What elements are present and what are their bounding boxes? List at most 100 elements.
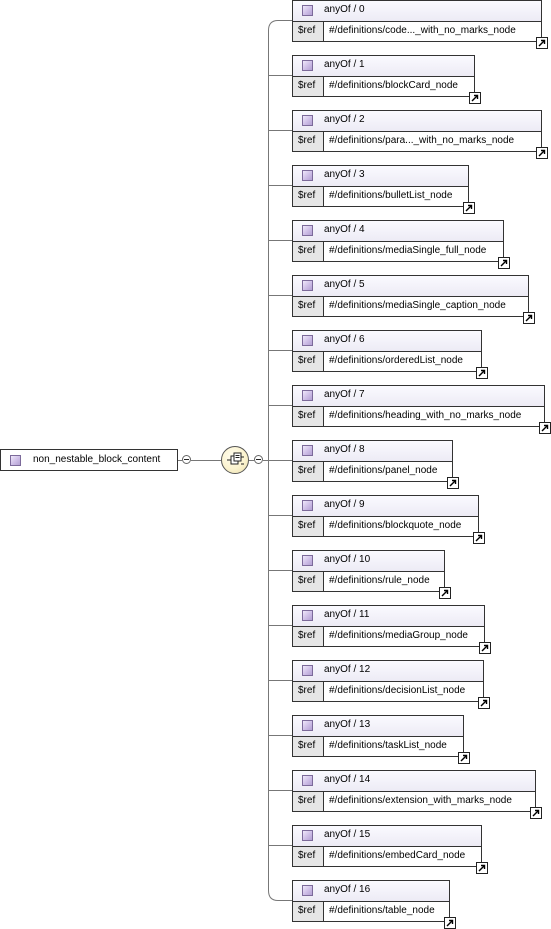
open-reference-icon[interactable] [463,202,475,214]
anyof-node[interactable]: anyOf / 3 $ref #/definitions/bulletList_no… [292,165,475,214]
open-reference-icon[interactable] [536,147,548,159]
ref-row: $ref#/definitions/extension_with_marks_n… [293,792,535,811]
anyof-node[interactable]: anyOf / 0$ref#/definitions/code..._with_… [292,0,548,49]
ref-value: #/definitions/taskList_node [329,740,447,751]
open-reference-icon[interactable] [473,532,485,544]
anyof-node[interactable]: anyOf / 16$ref#/definitions/table_node [292,880,456,929]
anyof-node[interactable]: anyOf / 9$ref#/definitions/blockquote_no… [292,495,485,544]
node-header: anyOf / 13 [293,716,463,737]
ref-row: $ref#/definitions/table_node [293,902,449,921]
element-icon [302,60,313,71]
ref-key-cell: $ref [293,22,324,41]
ref-value: #/definitions/mediaSingle_full_node [329,245,487,256]
ref-key-label: $ref [298,575,316,586]
anyof-node[interactable]: anyOf / 11$ref#/definitions/mediaGroup_n… [292,605,491,654]
ref-key-cell: $ref [293,572,324,591]
node-name: anyOf / 13 [324,719,371,730]
node-header: anyOf / 14 [293,771,535,792]
node-header: anyOf / 8 [293,441,452,462]
node-name: anyOf / 8 [324,444,365,455]
node-header: anyOf / 3 [293,166,468,187]
anyof-node[interactable]: anyOf / 12$ref#/definitions/decisionList… [292,660,490,709]
open-reference-icon[interactable] [539,422,551,434]
anyof-node[interactable]: anyOf / 1 $ref #/definitions/blockCard_nod… [292,55,481,104]
choice-compositor-icon[interactable] [221,446,249,474]
ref-key-label: $ref [298,190,316,201]
ref-key-cell: $ref [293,77,324,96]
ref-key-label: $ref [298,630,316,641]
ref-key-cell: $ref [293,847,324,866]
ref-key-cell: $ref [293,517,324,536]
ref-key-cell: $ref [293,352,324,371]
ref-row: $ref #/definitions/blockCard_node [293,77,474,96]
root-collapse-button[interactable] [182,455,191,464]
open-reference-icon[interactable] [530,807,542,819]
anyof-node[interactable]: anyOf / 5$ref#/definitions/mediaSingle_c… [292,275,535,324]
ref-value: #/definitions/table_node [329,905,435,916]
ref-value: #/definitions/decisionList_node [329,685,466,696]
anyof-node[interactable]: anyOf / 6$ref#/definitions/orderedList_n… [292,330,488,379]
element-icon [302,665,313,676]
ref-key-label: $ref [298,355,316,366]
ref-value: #/definitions/blockCard_node [329,80,458,91]
ref-key-label: $ref [298,850,316,861]
open-reference-icon[interactable] [523,312,535,324]
node-header: anyOf / 16 [293,881,449,902]
ref-value: #/definitions/panel_node [329,465,438,476]
ref-value: #/definitions/mediaSingle_caption_node [329,300,506,311]
ref-key-label: $ref [298,740,316,751]
node-name: anyOf / 7 [324,389,365,400]
anyof-node[interactable]: anyOf / 7 $ref#/definitions/heading_with_… [292,385,551,434]
ref-row: $ref#/definitions/mediaSingle_caption_no… [293,297,528,316]
anyof-node[interactable]: anyOf / 10$ref#/definitions/rule_node [292,550,451,599]
ref-row: $ref#/definitions/embedCard_node [293,847,481,866]
ref-key-cell: $ref [293,407,324,426]
node-header: anyOf / 7 [293,386,544,407]
open-reference-icon[interactable] [536,37,548,49]
open-reference-icon[interactable] [476,862,488,874]
element-icon [302,610,313,621]
anyof-node[interactable]: anyOf / 8 $ref #/definitions/panel_node [292,440,459,489]
open-reference-icon[interactable] [476,367,488,379]
ref-row: $ref#/definitions/mediaSingle_full_node [293,242,503,261]
open-reference-icon[interactable] [479,642,491,654]
anyof-node[interactable]: anyOf / 15 $ref#/definitions/embedCard_no… [292,825,488,874]
open-reference-icon[interactable] [447,477,459,489]
ref-row: $ref#/definitions/heading_with_no_marks_… [293,407,544,426]
anyof-node[interactable]: anyOf / 13 $ref #/definitions/taskList_nod… [292,715,470,764]
ref-row: $ref#/definitions/orderedList_node [293,352,481,371]
node-header: anyOf / 10 [293,551,444,572]
ref-row: $ref #/definitions/decisionList_node [293,682,483,701]
anyof-node[interactable]: anyOf / 4$ref#/definitions/mediaSingle_f… [292,220,510,269]
open-reference-icon[interactable] [478,697,490,709]
open-reference-icon[interactable] [444,917,456,929]
node-name: anyOf / 15 [324,829,371,840]
root-element-box[interactable]: non_nestable_block_content [0,449,178,471]
ref-key-cell: $ref [293,682,324,701]
ref-value: #/definitions/mediaGroup_node [329,630,468,641]
anyof-node[interactable]: anyOf / 14$ref#/definitions/extension_wi… [292,770,542,819]
open-reference-icon[interactable] [469,92,481,104]
element-icon [302,5,313,16]
ref-key-label: $ref [298,520,316,531]
node-header: anyOf / 5 [293,276,528,297]
ref-key-cell: $ref [293,132,324,151]
ref-key-label: $ref [298,465,316,476]
node-header: anyOf / 1 [293,56,474,77]
open-reference-icon[interactable] [458,752,470,764]
ref-row: $ref #/definitions/panel_node [293,462,452,481]
ref-key-label: $ref [298,25,316,36]
open-reference-icon[interactable] [498,257,510,269]
element-icon [302,115,313,126]
ref-row: $ref#/definitions/para..._with_no_marks_… [293,132,541,151]
ref-value: #/definitions/bulletList_node [329,190,453,201]
open-reference-icon[interactable] [439,587,451,599]
ref-row: $ref #/definitions/mediaGroup_node [293,627,484,646]
ref-key-cell: $ref [293,462,324,481]
anyof-node[interactable]: anyOf / 2$ref#/definitions/para..._with_… [292,110,548,159]
compositor-collapse-button[interactable] [254,455,263,464]
ref-row: $ref#/definitions/code..._with_no_marks_… [293,22,541,41]
ref-key-label: $ref [298,80,316,91]
